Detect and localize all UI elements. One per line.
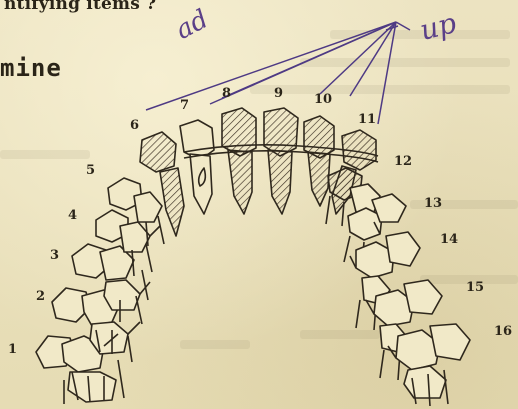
tooth-7-lateral-incisor-left (180, 120, 214, 214)
tooth-number-1: 1 (8, 342, 17, 357)
tooth-number-8: 8 (222, 86, 231, 101)
tooth-number-11: 11 (358, 112, 376, 127)
tooth-number-5: 5 (86, 163, 95, 178)
tooth-number-2: 2 (36, 289, 45, 304)
right-molar-16 (396, 324, 470, 406)
tooth-number-6: 6 (130, 118, 139, 133)
tooth-number-10: 10 (314, 92, 332, 107)
tooth-number-15: 15 (466, 280, 484, 295)
tooth-9-central-incisor-right (264, 108, 298, 214)
tooth-number-7: 7 (180, 98, 189, 113)
tooth-number-9: 9 (274, 86, 283, 101)
tooth-number-16: 16 (494, 324, 512, 339)
tooth-number-12: 12 (394, 154, 412, 169)
tooth-number-4: 4 (68, 208, 77, 223)
tooth-number-13: 13 (424, 196, 442, 211)
tooth-number-14: 14 (440, 232, 458, 247)
tooth-number-3: 3 (50, 248, 59, 263)
tooth-8-central-incisor-left (222, 108, 256, 214)
